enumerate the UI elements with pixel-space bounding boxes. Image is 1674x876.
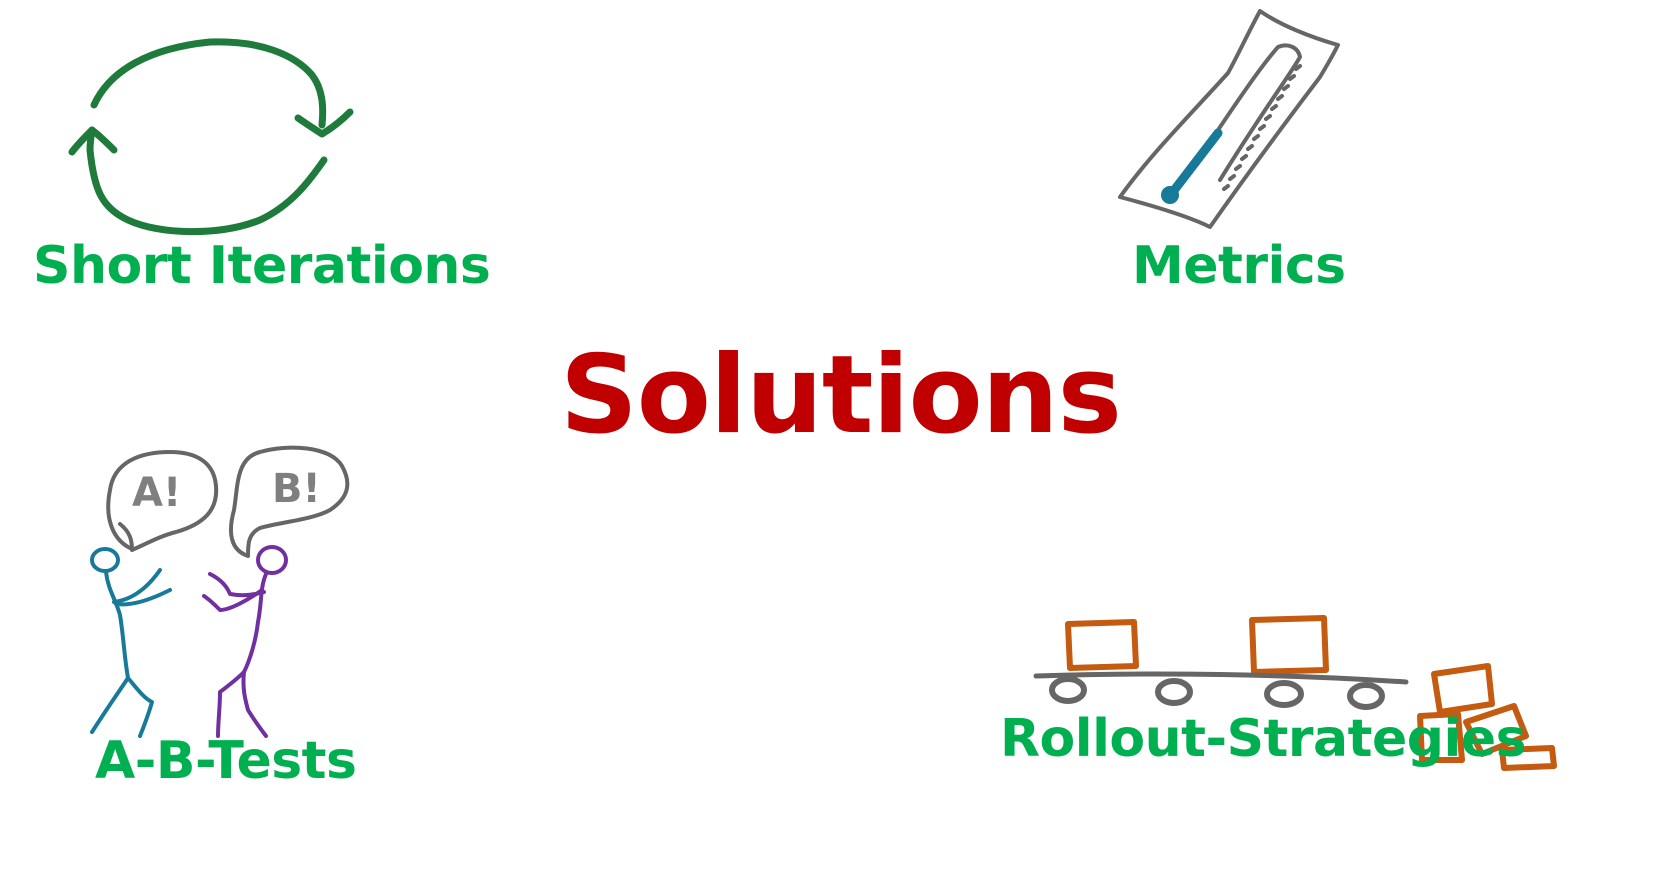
ab-tests-label: A-B-Tests [95, 731, 357, 791]
box-icon [1417, 663, 1557, 771]
bubble-text-a: A! [132, 470, 181, 516]
thermometer-icon [1110, 5, 1350, 240]
bubble-text-b: B! [272, 466, 321, 512]
conveyor-belt-icon [1030, 610, 1570, 780]
stick-figure-icon [90, 547, 172, 738]
speech-bubble-icon [229, 445, 350, 558]
rollout-strategies-label: Rollout-Strategies [1000, 709, 1527, 769]
short-iterations-label: Short Iterations [33, 236, 491, 296]
cycle-arrows-icon [60, 30, 380, 250]
ab-test-illustration: A! B! [80, 440, 360, 750]
metrics-label: Metrics [1132, 236, 1346, 296]
speech-bubble-icon [106, 450, 219, 552]
box-icon [1065, 615, 1329, 675]
slide-title: Solutions [560, 333, 1122, 458]
stick-figure-icon [202, 545, 288, 738]
